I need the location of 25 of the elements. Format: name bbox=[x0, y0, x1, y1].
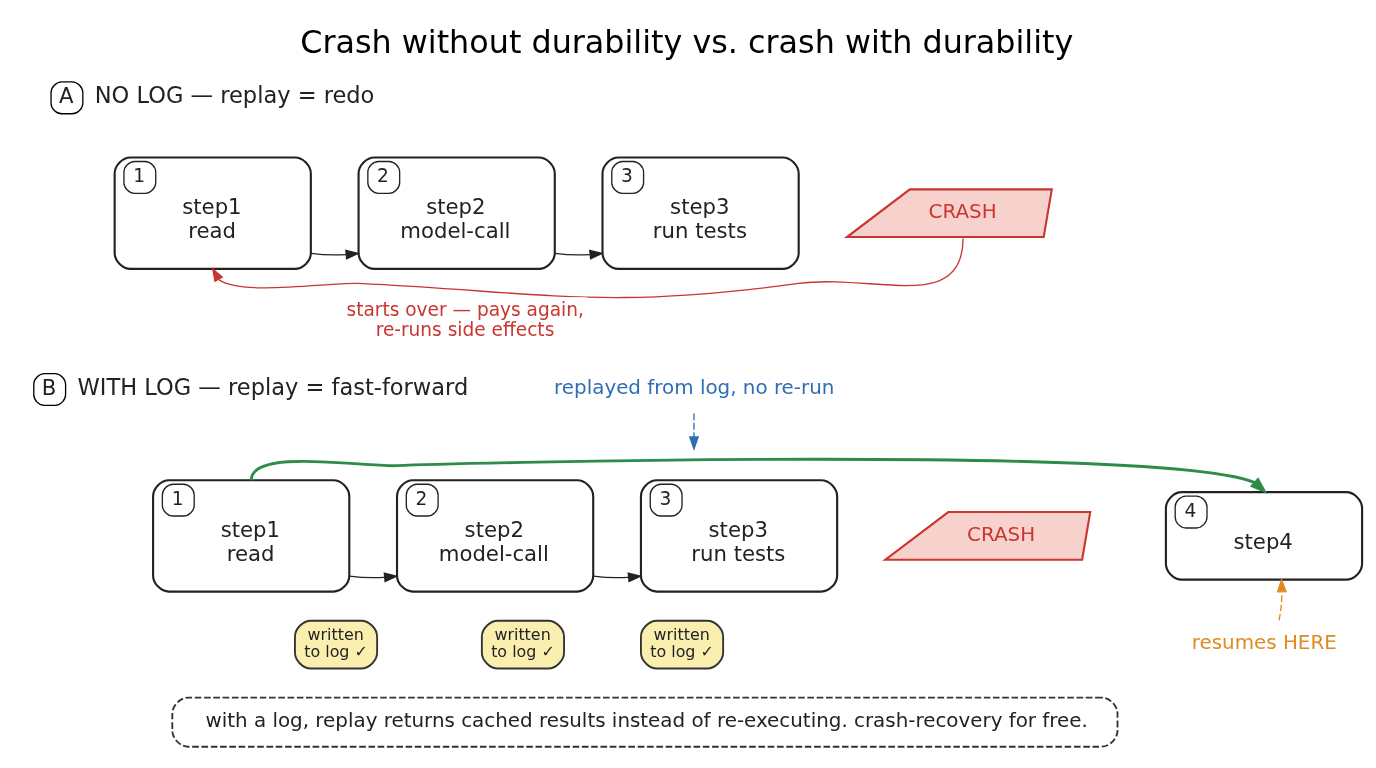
node-box: written to log ✓ bbox=[294, 619, 379, 669]
arrow bbox=[211, 237, 964, 298]
node-box: written to log ✓ bbox=[480, 619, 565, 669]
node-box: 2 step2 model-call bbox=[357, 155, 556, 270]
node-box: 3 step3 run tests bbox=[601, 155, 800, 270]
arrow bbox=[592, 571, 643, 582]
arrow bbox=[688, 412, 700, 451]
edge-label: starts over — pays again, re-runs side effects bbox=[346, 298, 584, 340]
node-box: 4 step4 bbox=[1164, 490, 1364, 581]
arrow bbox=[554, 249, 605, 260]
node-label: WITH LOG — replay = fast-forward bbox=[77, 373, 469, 400]
node-box: written to log ✓ bbox=[640, 619, 725, 669]
arrow bbox=[249, 457, 1268, 494]
node-box: with a log, replay returns cached results instead of re-executing. crash-recovery for free. bbox=[171, 696, 1119, 748]
node-text: resumes HERE bbox=[1191, 630, 1337, 654]
diagram-title: Crash without durability vs. crash with durability bbox=[300, 22, 1074, 61]
arrow bbox=[348, 571, 399, 582]
node-box: 1 step1 read bbox=[113, 155, 312, 270]
node-box: 2 step2 model-call bbox=[395, 478, 595, 593]
arrow bbox=[1276, 577, 1287, 621]
node-box: 1 step1 read bbox=[152, 478, 351, 593]
arrow bbox=[310, 249, 361, 260]
node-box: 3 step3 run tests bbox=[639, 478, 839, 593]
node-label: NO LOG — replay = redo bbox=[94, 81, 375, 108]
node-text: replayed from log, no re-run bbox=[554, 375, 835, 399]
